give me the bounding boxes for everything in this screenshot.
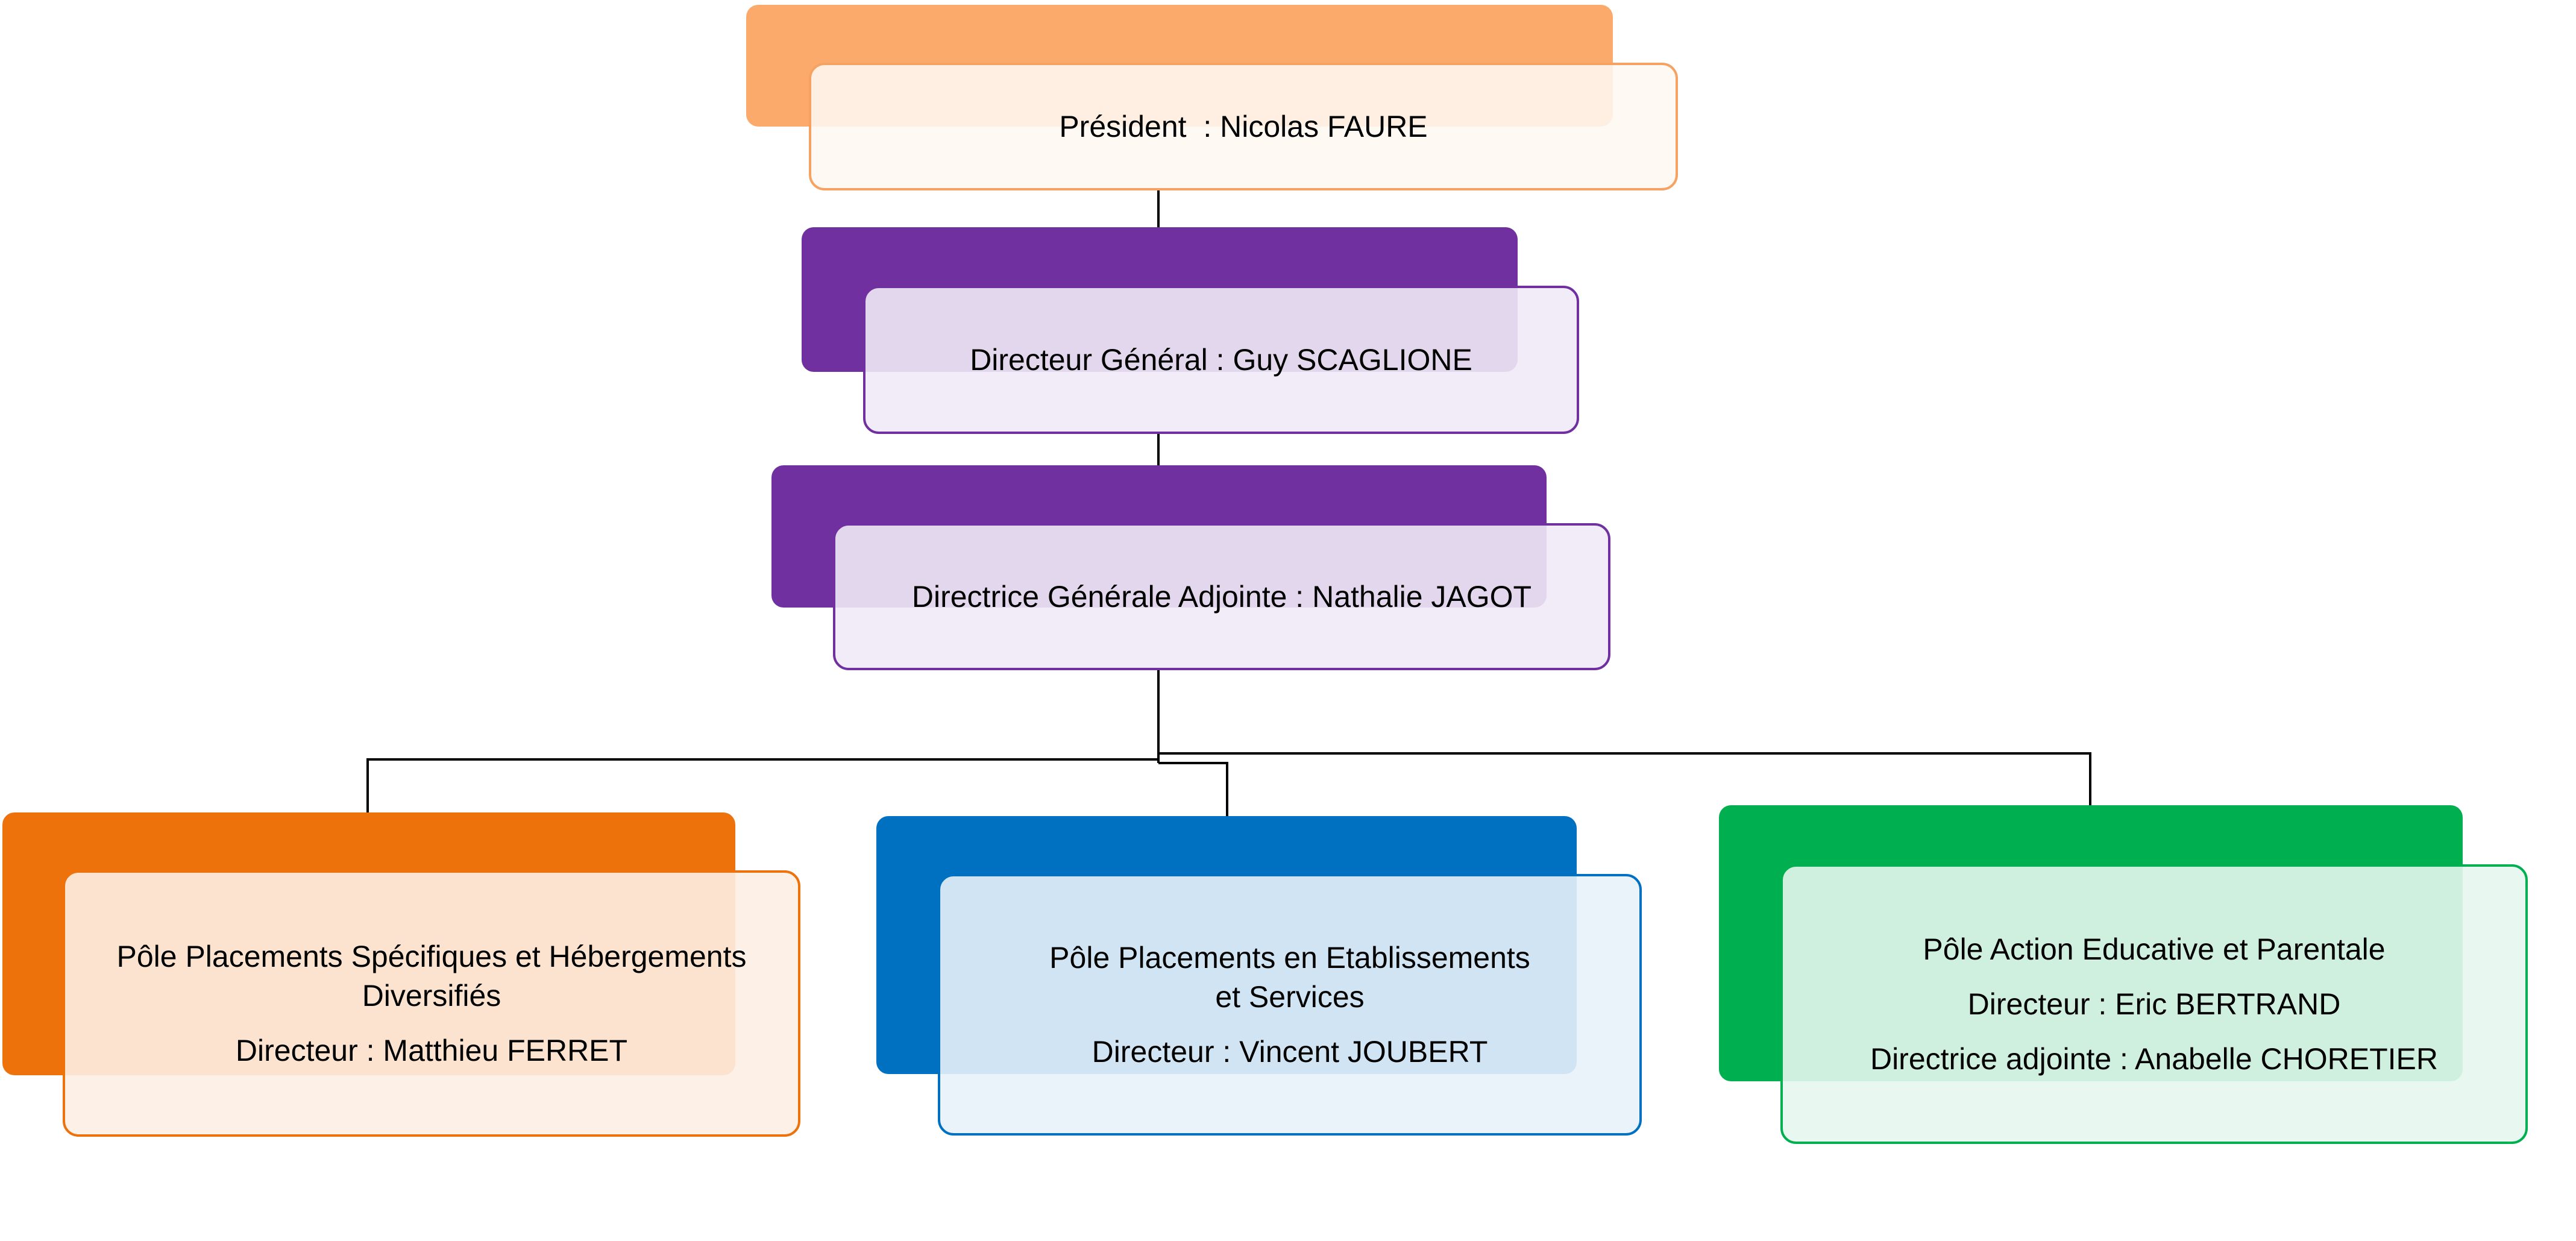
connector-to-pole1 [366, 758, 1158, 812]
pole-action-educative-box: Pôle Action Educative et Parentale Direc… [1780, 864, 2528, 1144]
pole-placements-specifiques-director: Directeur : Matthieu FERRET [235, 1033, 628, 1067]
pole-action-educative-deputy-director: Directrice adjointe : Anabelle CHORETIER [1870, 1041, 2439, 1076]
directrice-generale-adjointe-box: Directrice Générale Adjointe : Nathalie … [833, 523, 1610, 670]
president-label: Président : Nicolas FAURE [1059, 109, 1428, 143]
pole-placements-etablissements-director: Directeur : Vincent JOUBERT [1092, 1034, 1488, 1069]
pole-placements-etablissements-title-cont: et Services [1215, 979, 1365, 1014]
pole-placements-etablissements-title: Pôle Placements en Etablissements [1049, 940, 1530, 975]
connector-to-pole3 [1158, 752, 2091, 805]
connector-to-pole2 [1158, 762, 1228, 816]
pole-placements-specifiques-title-cont: Diversifiés [362, 978, 501, 1013]
pole-action-educative-director: Directeur : Eric BERTRAND [1967, 987, 2341, 1021]
directeur-general-box: Directeur Général : Guy SCAGLIONE [863, 286, 1579, 434]
pole-placements-specifiques-title: Pôle Placements Spécifiques et Hébergeme… [116, 939, 747, 973]
pole-action-educative-title: Pôle Action Educative et Parentale [1923, 932, 2386, 966]
pole-placements-specifiques-box: Pôle Placements Spécifiques et Hébergeme… [63, 870, 800, 1137]
directrice-generale-adjointe-label: Directrice Générale Adjointe : Nathalie … [911, 579, 1532, 614]
pole-placements-etablissements-box: Pôle Placements en Etablissements et Ser… [938, 874, 1642, 1136]
directeur-general-label: Directeur Général : Guy SCAGLIONE [970, 342, 1472, 377]
president-box: Président : Nicolas FAURE [809, 63, 1678, 190]
